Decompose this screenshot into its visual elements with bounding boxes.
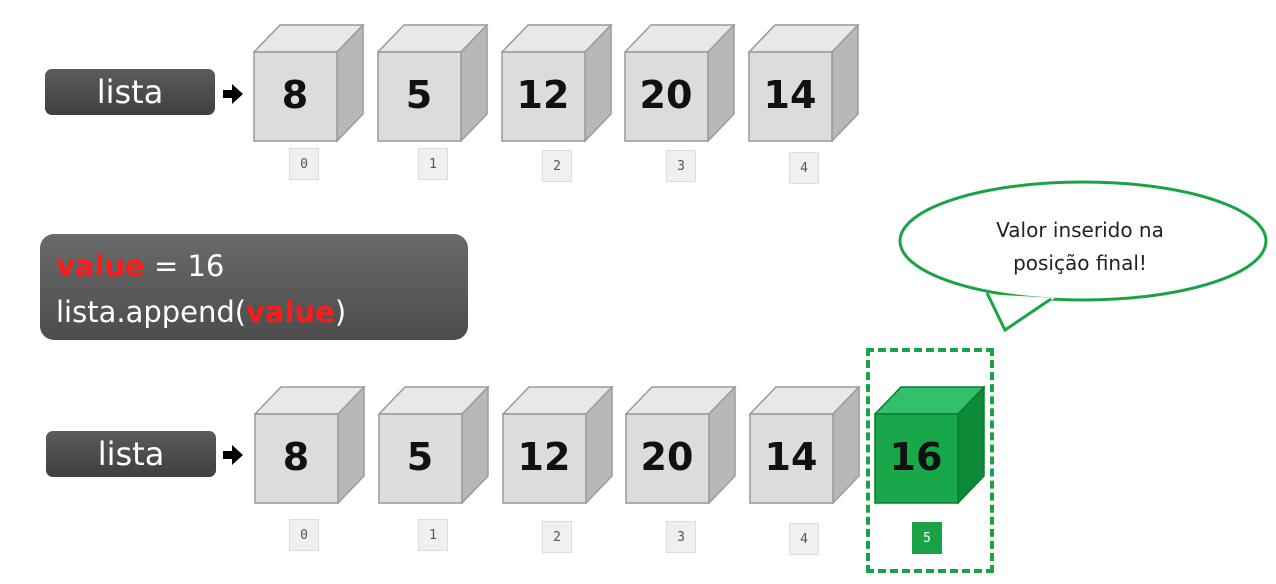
cube-value: 8	[282, 435, 310, 479]
speech-bubble	[898, 180, 1268, 333]
cube-shape	[253, 24, 365, 142]
cube-bottom-5-new: 16	[874, 386, 986, 504]
index-tag-bottom-0: 0	[289, 519, 319, 551]
index-tag-bottom-3: 3	[666, 521, 696, 553]
cube-top-4: 14	[748, 24, 860, 142]
code-call-arg: value	[246, 295, 335, 329]
cube-top-2: 12	[501, 24, 613, 142]
cube-value: 8	[281, 73, 309, 117]
index-tag-top-1: 1	[418, 148, 448, 180]
cube-shape	[502, 386, 614, 504]
new-element-highlight	[866, 348, 994, 573]
cube-top-1: 5	[377, 24, 489, 142]
cube-shape	[749, 386, 861, 504]
cube-shape	[377, 24, 489, 142]
index-tag-top-3: 3	[666, 150, 696, 182]
code-line-assign: value = 16	[56, 246, 468, 292]
callout-line-2: posição final!	[1013, 251, 1147, 275]
cube-bottom-4: 14	[749, 386, 861, 504]
code-call-prefix: lista.append(	[56, 295, 247, 329]
index-tag-bottom-1: 1	[418, 519, 448, 551]
index-tag-bottom-5-new: 5	[912, 522, 942, 554]
code-line-append: lista.append(value)	[56, 292, 468, 338]
cube-bottom-2: 12	[502, 386, 614, 504]
list-label-top: lista	[45, 69, 215, 115]
cube-top-3: 20	[624, 24, 736, 142]
index-tag-top-0: 0	[289, 148, 319, 180]
cube-top-0: 8	[253, 24, 365, 142]
cube-shape	[625, 386, 737, 504]
cube-value: 20	[639, 73, 693, 117]
code-block: value = 16 lista.append(value)	[40, 234, 468, 340]
index-tag-top-4: 4	[789, 152, 819, 184]
arrow-right-icon	[223, 445, 243, 465]
list-label-bottom: lista	[46, 431, 216, 477]
cube-shape	[624, 24, 736, 142]
cube-shape	[501, 24, 613, 142]
cube-value: 14	[763, 73, 817, 117]
callout-text: Valor inserido na posição final!	[935, 214, 1225, 280]
cube-bottom-1: 5	[378, 386, 490, 504]
cube-value: 14	[764, 435, 818, 479]
code-call-suffix: )	[334, 295, 347, 329]
index-tag-bottom-2: 2	[542, 521, 572, 553]
cube-bottom-3: 20	[625, 386, 737, 504]
cube-value: 12	[516, 73, 570, 117]
cube-value: 20	[640, 435, 694, 479]
cube-value: 5	[405, 73, 433, 117]
cube-value: 5	[406, 435, 434, 479]
cube-value: 16	[889, 435, 943, 479]
cube-shape	[254, 386, 366, 504]
cube-shape-new	[874, 386, 986, 504]
cube-value: 12	[517, 435, 571, 479]
cube-shape	[748, 24, 860, 142]
callout-line-1: Valor inserido na	[996, 218, 1164, 242]
code-var-name: value	[56, 249, 145, 283]
cube-bottom-0: 8	[254, 386, 366, 504]
index-tag-top-2: 2	[542, 150, 572, 182]
code-assign-rest: = 16	[144, 249, 225, 283]
index-tag-bottom-4: 4	[789, 523, 819, 555]
arrow-right-icon	[223, 84, 243, 104]
cube-shape	[378, 386, 490, 504]
